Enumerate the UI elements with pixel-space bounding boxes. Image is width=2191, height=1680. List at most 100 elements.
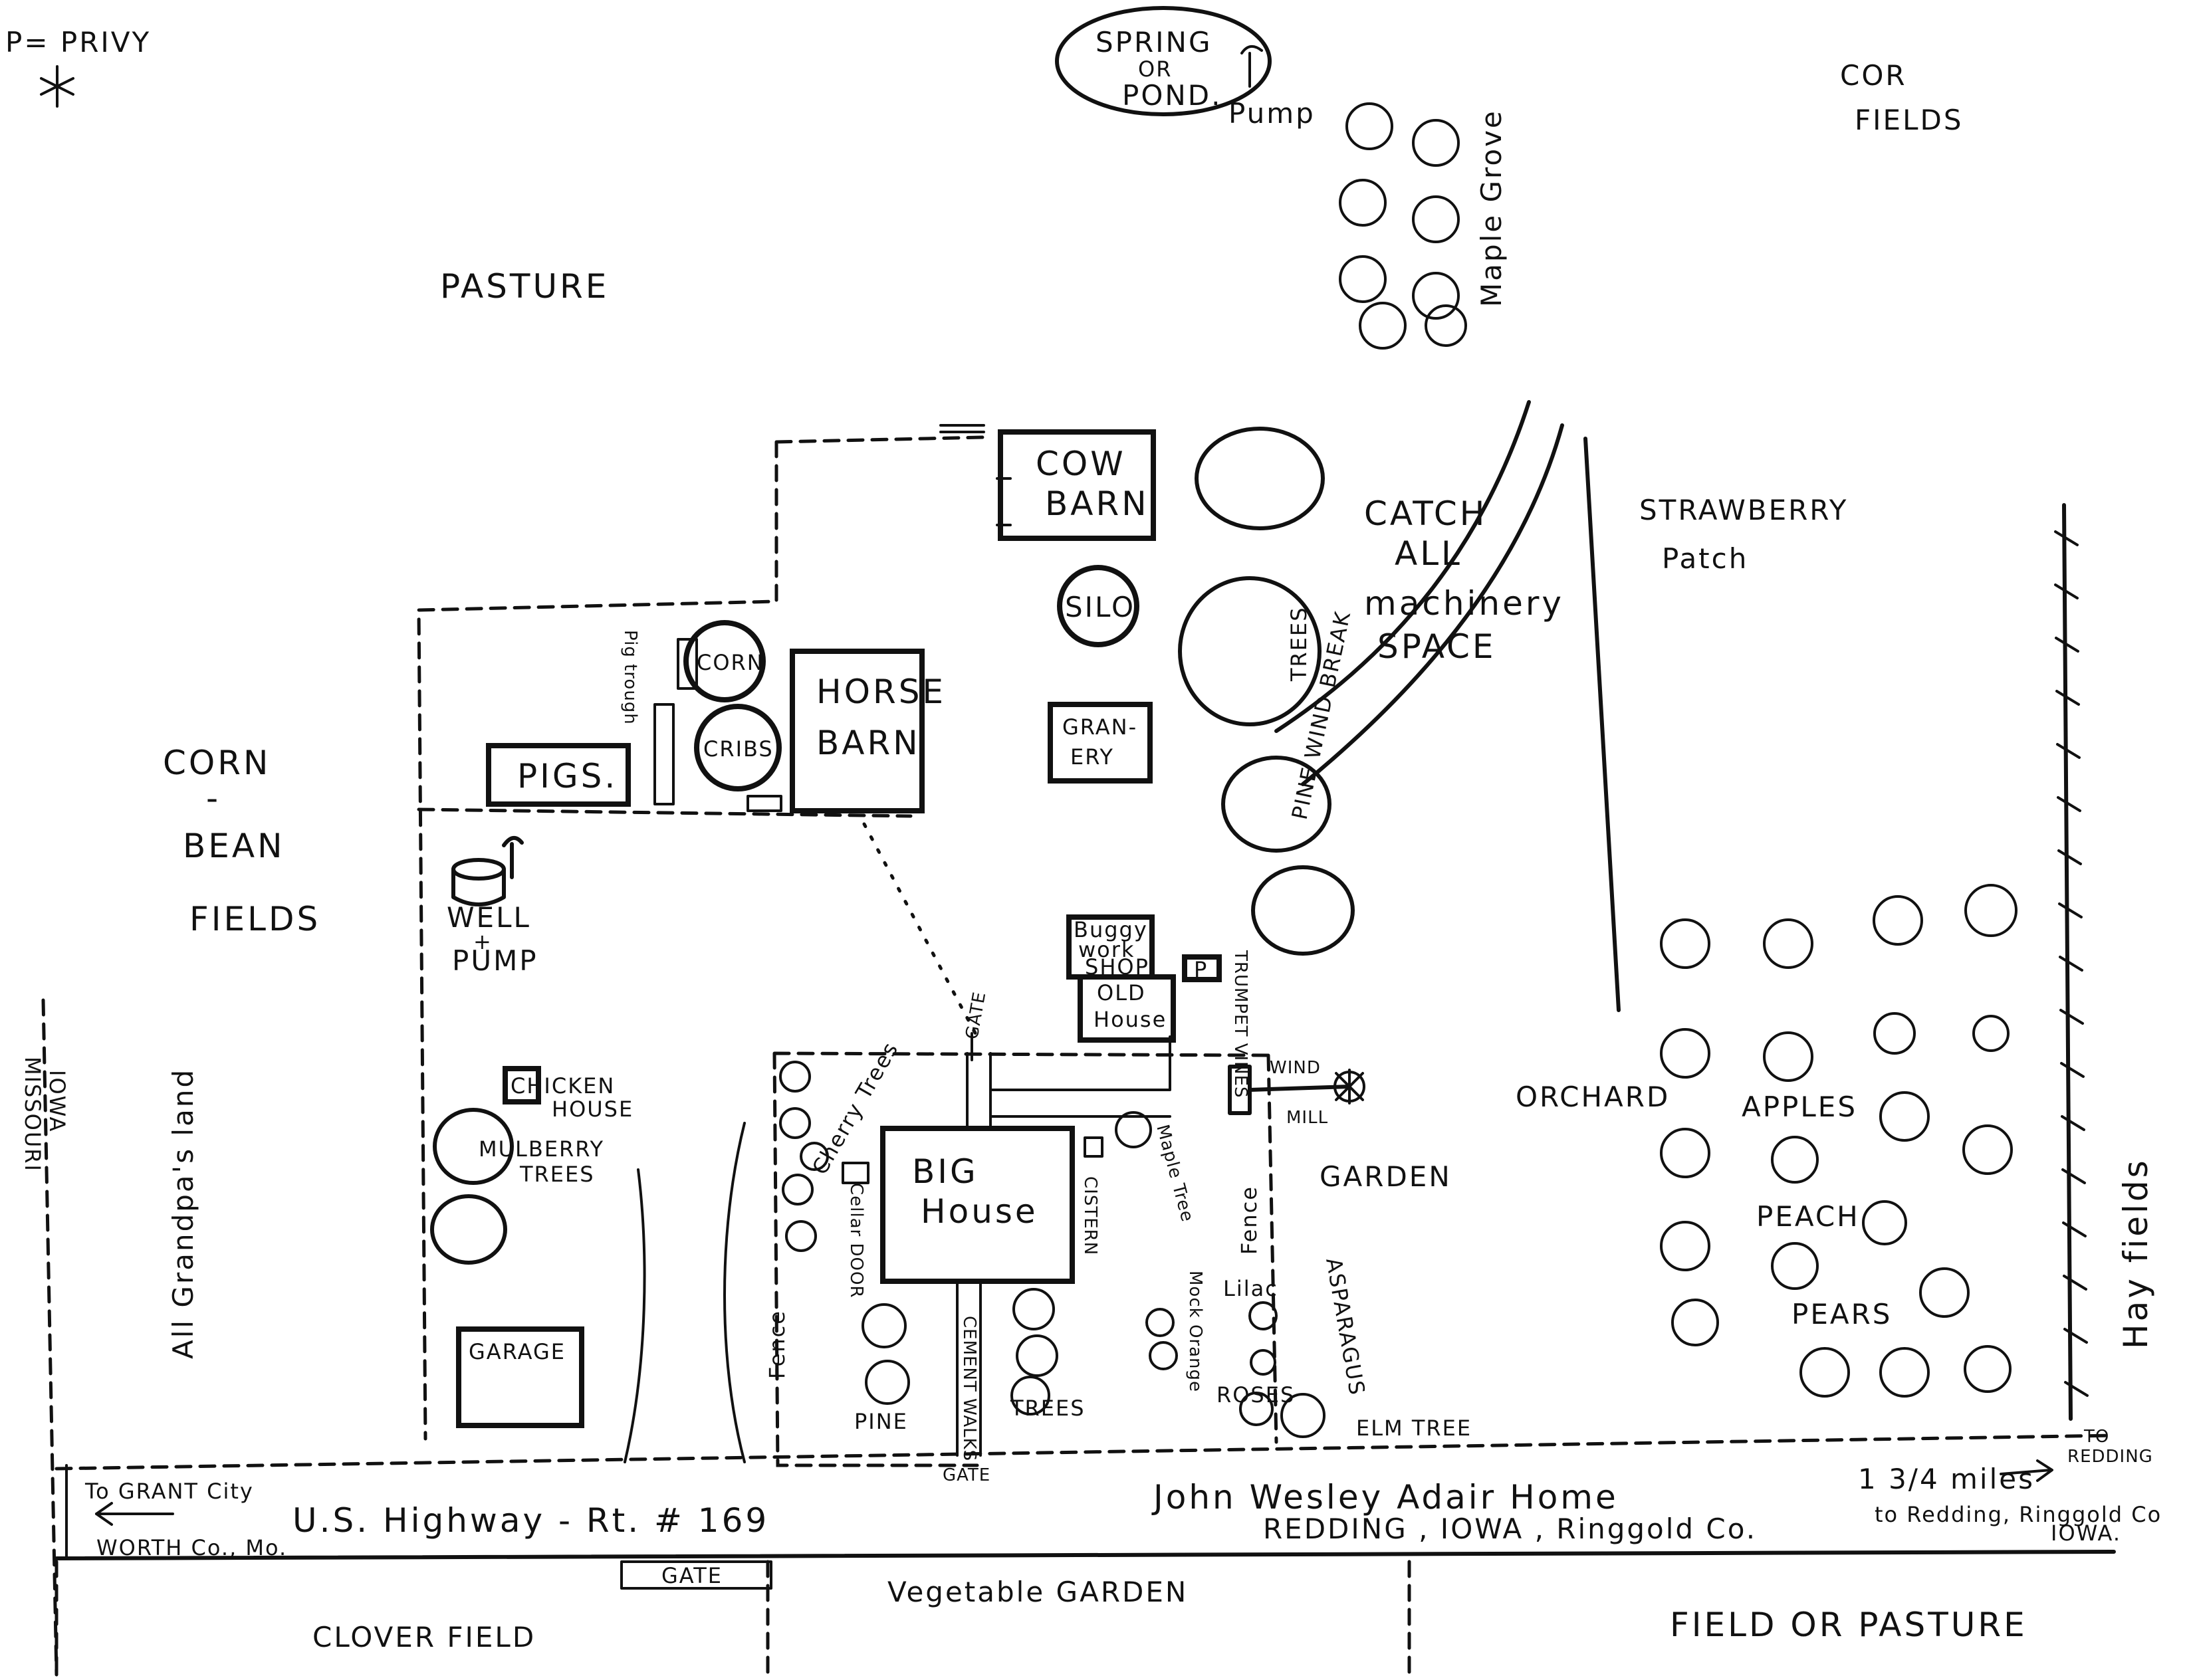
pig-trough xyxy=(653,703,675,805)
barn-cow-label: BARN xyxy=(1045,484,1149,523)
house-big-label: House xyxy=(921,1192,1038,1231)
silo-label: SILO xyxy=(1065,591,1135,623)
windmill-tower xyxy=(1248,1085,1351,1092)
garden-label: GARDEN xyxy=(1320,1160,1452,1193)
trees-vertical-label: TREES xyxy=(1286,606,1312,682)
pigs-label: PIGS. xyxy=(517,757,618,795)
dash-label: - xyxy=(206,779,221,817)
gran-label: GRAN- xyxy=(1062,714,1137,740)
cor-label: COR xyxy=(1840,59,1907,92)
privy-box xyxy=(1182,954,1222,982)
or-label: OR xyxy=(1138,56,1172,82)
yard-fence xyxy=(772,1051,1278,1467)
arrow-left-icon xyxy=(95,1502,174,1526)
granery xyxy=(1048,702,1153,784)
ery-label: ERY xyxy=(1070,744,1114,770)
cellar-door-label: Cellar DOOR xyxy=(846,1183,866,1299)
orchard-trees xyxy=(1660,884,2018,1398)
silo xyxy=(1057,565,1139,647)
fence-left-label: Fence xyxy=(764,1310,790,1379)
barn-horse-label: BARN xyxy=(816,724,921,762)
cistern-label: CISTERN xyxy=(1080,1176,1100,1255)
to-grant-city-label: To GRANT City xyxy=(84,1479,254,1504)
cellar-door-box xyxy=(842,1162,869,1184)
windbreak-trees xyxy=(1178,427,1355,956)
worth-co-label: WORTH Co., Mo. xyxy=(96,1535,287,1560)
gate-front-label: GATE xyxy=(943,1465,990,1485)
all-label: ALL xyxy=(1395,534,1462,573)
horse-label: HORSE xyxy=(816,673,946,711)
strawberry-label: STRAWBERRY xyxy=(1639,494,1848,526)
roses-label: ROSES xyxy=(1216,1382,1295,1408)
pine-label: PINE xyxy=(854,1409,908,1434)
well-pump-icon xyxy=(451,836,524,906)
hay-fence-ticks xyxy=(2054,530,2089,1397)
garage-label: GARAGE xyxy=(469,1339,566,1364)
elm-tree-label: ELM TREE xyxy=(1356,1416,1472,1441)
pond-label: POND. xyxy=(1122,79,1222,112)
pig-gate xyxy=(747,795,782,812)
pigs-pen xyxy=(486,743,631,807)
grandpa-land-label: All Grandpa's land xyxy=(167,1068,199,1359)
to-redding-top: TO xyxy=(2083,1427,2109,1447)
maple-tree-label: Maple Tree xyxy=(1152,1122,1197,1224)
pump-top-label: Pump xyxy=(1228,97,1316,130)
pine-trees xyxy=(862,1288,1326,1438)
cribs xyxy=(694,704,782,791)
cement-walks-label: CEMENT WALKS xyxy=(959,1316,979,1461)
barnyard-fence xyxy=(417,435,986,1441)
cribs-label: CRIBS xyxy=(703,736,774,762)
mulberry-trees xyxy=(430,1108,514,1265)
driveway-curve xyxy=(624,1168,646,1463)
pasture-label: PASTURE xyxy=(440,267,609,306)
cow-label: COW xyxy=(1036,445,1126,483)
bottom-gate xyxy=(620,1560,772,1590)
cherry-trees-label: Cherry Trees xyxy=(807,1037,903,1179)
work-label: work xyxy=(1078,937,1135,962)
road-south-edge xyxy=(55,1550,2116,1560)
state-line xyxy=(41,998,58,1677)
maple-grove-label: Maple Grove xyxy=(1475,109,1508,307)
house-old-label: House xyxy=(1094,1007,1167,1032)
iowa-label: IOWA xyxy=(45,1070,70,1132)
orchard-label: ORCHARD xyxy=(1516,1081,1670,1113)
gate-bottom-label: GATE xyxy=(661,1563,723,1588)
trumpet-vines-label: TRUMPET VINES xyxy=(1230,950,1250,1099)
fields-left-label: FIELDS xyxy=(189,900,320,938)
chicken-label: CHICKEN xyxy=(511,1073,615,1099)
road-north-edge xyxy=(55,1433,2116,1471)
horse-barn xyxy=(790,649,925,813)
maple-grove-trees xyxy=(1339,102,1467,350)
well-label: WELL xyxy=(447,901,531,934)
apples-label: APPLES xyxy=(1742,1091,1857,1123)
trees-mulberry-label: TREES xyxy=(519,1162,595,1187)
to-redding-bottom: REDDING xyxy=(2067,1447,2153,1467)
cherry-tree-shrubs xyxy=(779,1061,829,1252)
pig-trough-label: Pig trough xyxy=(620,630,640,725)
mock-orange-label: Mock Orange xyxy=(1185,1271,1205,1392)
barnyard-fence-dots xyxy=(862,822,979,1039)
catch-label: CATCH xyxy=(1364,494,1487,533)
home-title: John Wesley Adair Home xyxy=(1151,1478,1619,1517)
compass-star-icon xyxy=(40,65,74,108)
corn-crib-label: CORN xyxy=(697,650,764,675)
corn-field-label: CORN xyxy=(163,744,271,782)
asparagus-label: ASPARAGUS xyxy=(1321,1256,1370,1398)
spring-label: SPRING xyxy=(1096,26,1212,58)
home-subtitle: REDDING , IOWA , Ringgold Co. xyxy=(1263,1513,1757,1545)
windmill-icon xyxy=(1333,1069,1365,1104)
cistern-icon xyxy=(1084,1111,1152,1158)
privy-box-label: P xyxy=(1194,957,1208,982)
privy-legend: P= PRIVY xyxy=(5,26,151,58)
spring-pond-outline xyxy=(1055,6,1272,116)
clover-field-label: CLOVER FIELD xyxy=(312,1621,536,1653)
arrow-right-icon xyxy=(2000,1459,2053,1482)
bean-label: BEAN xyxy=(183,827,285,865)
garage xyxy=(456,1326,584,1428)
miles-to-redding-label: to Redding, Ringgold Co xyxy=(1875,1502,2162,1527)
wind-label: WIND xyxy=(1270,1058,1321,1078)
gate-top-label: GATE xyxy=(962,990,990,1041)
chicken-house xyxy=(503,1066,541,1104)
walk-path xyxy=(966,1035,1171,1131)
